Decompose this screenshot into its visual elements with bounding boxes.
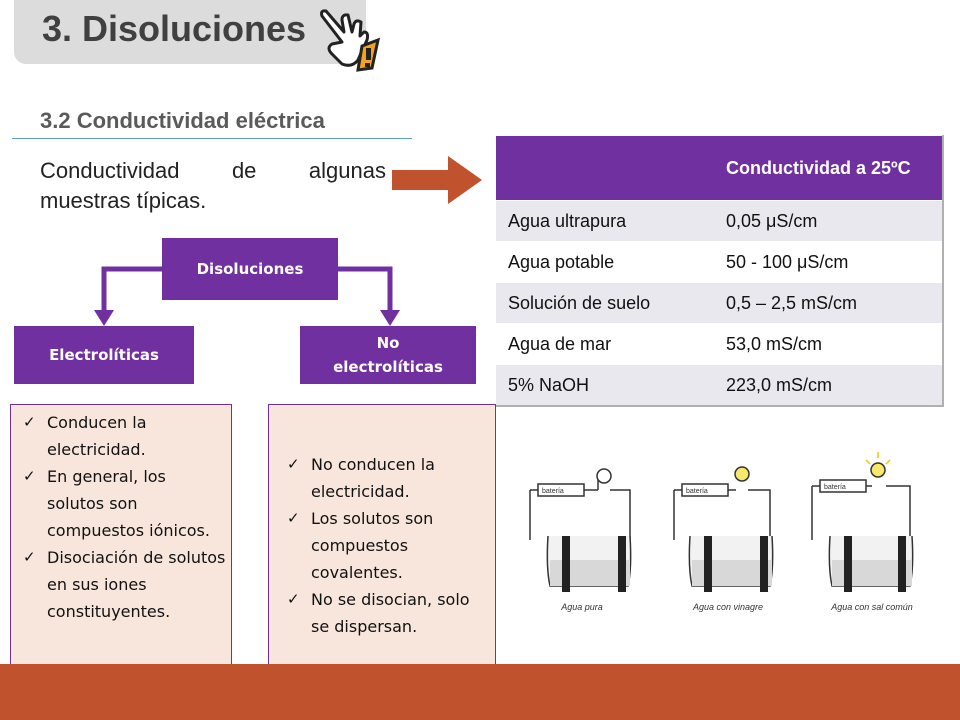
conductivity-experiment-illustration: batería Agua pura batería Agua con vinag… — [529, 452, 914, 612]
caption: Agua pura — [560, 602, 603, 612]
tree-connectors — [94, 266, 400, 326]
footer-bar — [0, 664, 960, 720]
list-item: ✓No se disocian, solo se dispersan. — [287, 586, 491, 640]
list-item: ✓Conducen la electricidad. — [23, 409, 227, 463]
table-cell-sample: Agua ultrapura — [496, 200, 714, 242]
list-item: ✓Disociación de solutos en sus iones con… — [23, 544, 227, 625]
experiment-2 — [673, 466, 774, 592]
table-cell-sample: Solución de suelo — [496, 282, 714, 324]
table-cell-value: 0,05 μS/cm — [714, 200, 943, 242]
intro-line-1: Conductividad de algunas — [40, 158, 386, 183]
table-cell-sample: 5% NaOH — [496, 364, 714, 406]
list-item: ✓Los solutos son compuestos covalentes. — [287, 505, 491, 586]
check-icon: ✓ — [23, 467, 36, 485]
subtitle-divider — [12, 138, 412, 139]
table-header-row: Conductividad a 25ºC — [496, 135, 943, 201]
table-cell-value: 50 - 100 μS/cm — [714, 241, 943, 283]
table-cell-value: 223,0 mS/cm — [714, 364, 943, 406]
table-row: Agua ultrapura 0,05 μS/cm — [496, 200, 943, 242]
intro-line-2: muestras típicas. — [40, 188, 207, 213]
table-row: 5% NaOH 223,0 mS/cm — [496, 364, 943, 406]
no-electroliticas-label: No electrolíticas — [333, 334, 443, 376]
title-tab — [14, 0, 366, 64]
page-title: 3. Disoluciones — [42, 8, 307, 49]
list-item: ✓No conducen la electricidad. — [287, 451, 491, 505]
check-icon: ✓ — [287, 590, 300, 608]
table-cell-sample: Agua de mar — [496, 323, 714, 365]
disoluciones-box: Disoluciones — [162, 238, 338, 300]
battery-label: batería — [542, 488, 564, 495]
table-cell-value: 0,5 – 2,5 mS/cm — [714, 282, 943, 324]
table-header-cell — [496, 135, 714, 201]
battery-label: batería — [824, 484, 846, 491]
caption: Agua con sal común — [830, 602, 913, 612]
conductivity-table: Conductividad a 25ºC Agua ultrapura 0,05… — [496, 135, 944, 407]
table-header-cell: Conductividad a 25ºC — [714, 135, 943, 201]
intro-text: Conductividad de algunas muestras típica… — [40, 156, 386, 216]
section-subtitle: 3.2 Conductividad eléctrica — [40, 108, 325, 133]
electroliticas-box: Electrolíticas — [14, 326, 194, 384]
experiment-1 — [529, 468, 632, 592]
check-icon: ✓ — [287, 509, 300, 527]
table-row: Agua potable 50 - 100 μS/cm — [496, 241, 943, 283]
pointing-hand-icon — [320, 9, 381, 72]
list-item: ✓En general, los solutos son compuestos … — [23, 463, 227, 544]
no-electroliticas-panel: ✓No conducen la electricidad. ✓Los solut… — [268, 404, 496, 694]
check-icon: ✓ — [287, 455, 300, 473]
table-cell-value: 53,0 mS/cm — [714, 323, 943, 365]
table-row: Solución de suelo 0,5 – 2,5 mS/cm — [496, 282, 943, 324]
table-cell-sample: Agua potable — [496, 241, 714, 283]
no-electroliticas-box: No electrolíticas — [300, 326, 476, 384]
battery-label: batería — [686, 488, 708, 495]
experiment-3 — [811, 452, 914, 592]
caption: Agua con vinagre — [692, 602, 763, 612]
table-row: Agua de mar 53,0 mS/cm — [496, 323, 943, 365]
check-icon: ✓ — [23, 548, 36, 566]
check-icon: ✓ — [23, 413, 36, 431]
electroliticas-panel: ✓Conducen la electricidad. ✓En general, … — [10, 404, 232, 694]
right-arrow-icon — [392, 156, 482, 204]
